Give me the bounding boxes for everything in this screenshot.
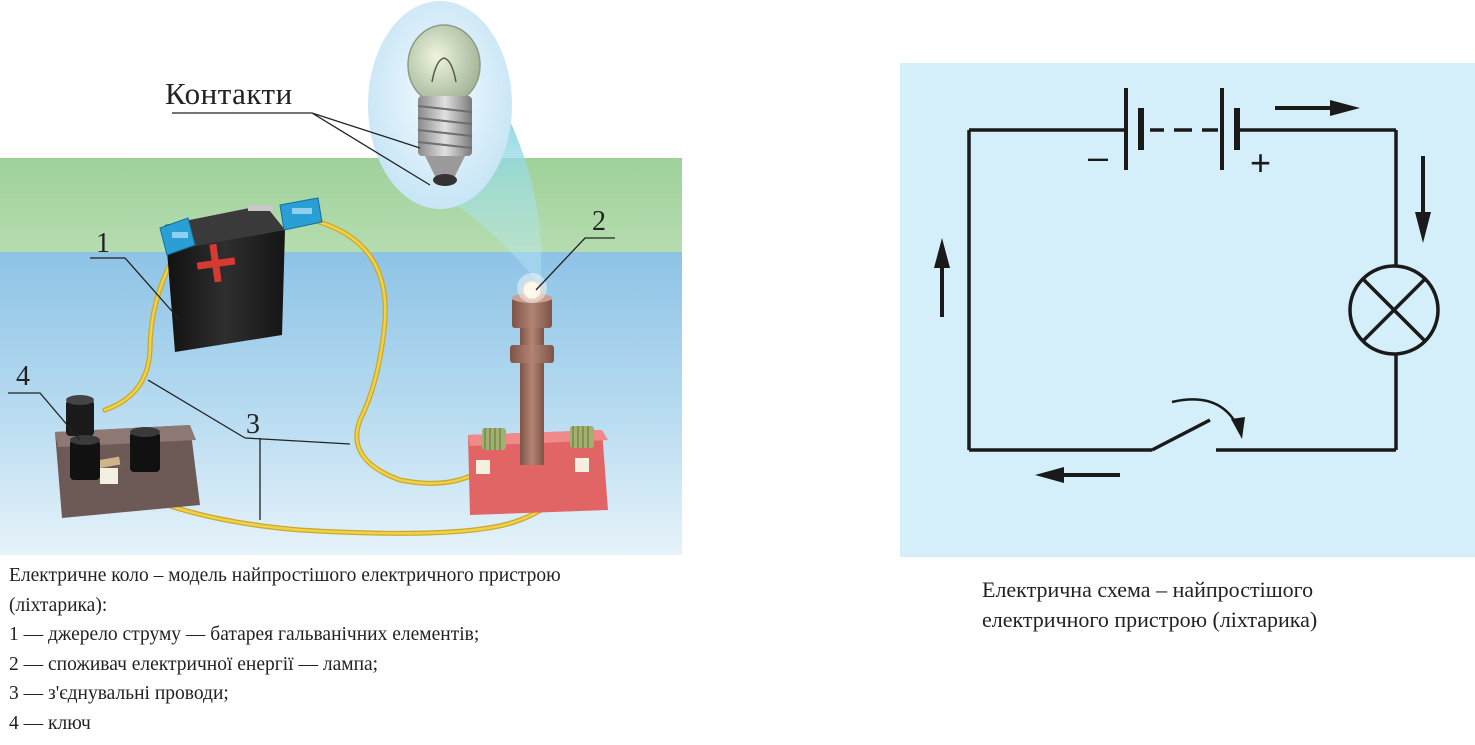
contacts-leader bbox=[172, 112, 431, 186]
legend-item-2: 2 — споживач електричної енергії — лампа… bbox=[9, 653, 379, 675]
schematic-caption: Електрична схема – найпростішого електри… bbox=[982, 575, 1317, 635]
plus-label: + bbox=[1250, 142, 1271, 183]
photo-caption: Електричне коло – модель найпростішого е… bbox=[9, 561, 561, 738]
callout-3-leader bbox=[147, 379, 351, 520]
contacts-label: Контакти bbox=[165, 76, 293, 111]
legend-item-1: 1 — джерело струму — батарея гальванічни… bbox=[9, 624, 480, 645]
schematic-caption-line-2: електричного пристрою (ліхтарика) bbox=[982, 607, 1318, 632]
callout-lines bbox=[8, 112, 615, 520]
legend-item-4: 4 — ключ bbox=[9, 712, 91, 734]
callout-3: 3 bbox=[246, 409, 260, 440]
clip-left bbox=[159, 217, 196, 256]
arrow-right-down bbox=[1415, 156, 1431, 243]
magnifier-beam bbox=[420, 110, 542, 285]
lamp-symbol bbox=[1348, 264, 1440, 356]
switch-knob-front-left bbox=[70, 435, 100, 480]
circuit-schematic: – + bbox=[900, 63, 1475, 557]
schematic-background bbox=[900, 63, 1475, 557]
schematic-caption-line-1: Електрична схема – найпростішого bbox=[982, 577, 1314, 602]
lamp-terminal-right bbox=[570, 426, 594, 472]
battery bbox=[165, 205, 285, 352]
callout-4: 4 bbox=[16, 361, 30, 392]
switch-close-arrowhead bbox=[1231, 417, 1245, 439]
callout-2: 2 bbox=[592, 206, 606, 237]
clip-right bbox=[279, 197, 323, 231]
callout-1: 1 bbox=[96, 228, 110, 259]
current-arrows bbox=[934, 100, 1431, 483]
lamp-terminal-left bbox=[476, 428, 506, 474]
photo-caption-line-2: (ліхтарика): bbox=[9, 594, 108, 616]
switch-blade bbox=[1151, 418, 1211, 452]
minus-label: – bbox=[1088, 136, 1108, 177]
callout-2-leader bbox=[535, 237, 615, 291]
lamp-stand bbox=[468, 273, 608, 515]
wall-background bbox=[0, 158, 682, 255]
lamp-bulb bbox=[522, 280, 542, 300]
bulb-closeup bbox=[407, 24, 481, 186]
arrow-top-right bbox=[1275, 100, 1360, 116]
switch-knob-back bbox=[66, 395, 94, 436]
arrow-bottom-left bbox=[1035, 467, 1120, 483]
circuit-photo: Контакти 1 2 3 4 bbox=[0, 1, 682, 555]
legend-item-3: 3 — з'єднувальні проводи; bbox=[9, 683, 229, 704]
photo-caption-line-1: Електричне коло – модель найпростішого е… bbox=[9, 565, 561, 586]
battery-plus-vertical bbox=[209, 243, 222, 283]
switch-knob-front-right bbox=[130, 427, 160, 472]
battery-symbol bbox=[1124, 88, 1240, 170]
switch bbox=[55, 395, 200, 518]
callout-1-leader bbox=[90, 257, 179, 319]
callout-4-leader bbox=[8, 392, 81, 441]
arrow-left-up bbox=[934, 238, 950, 317]
